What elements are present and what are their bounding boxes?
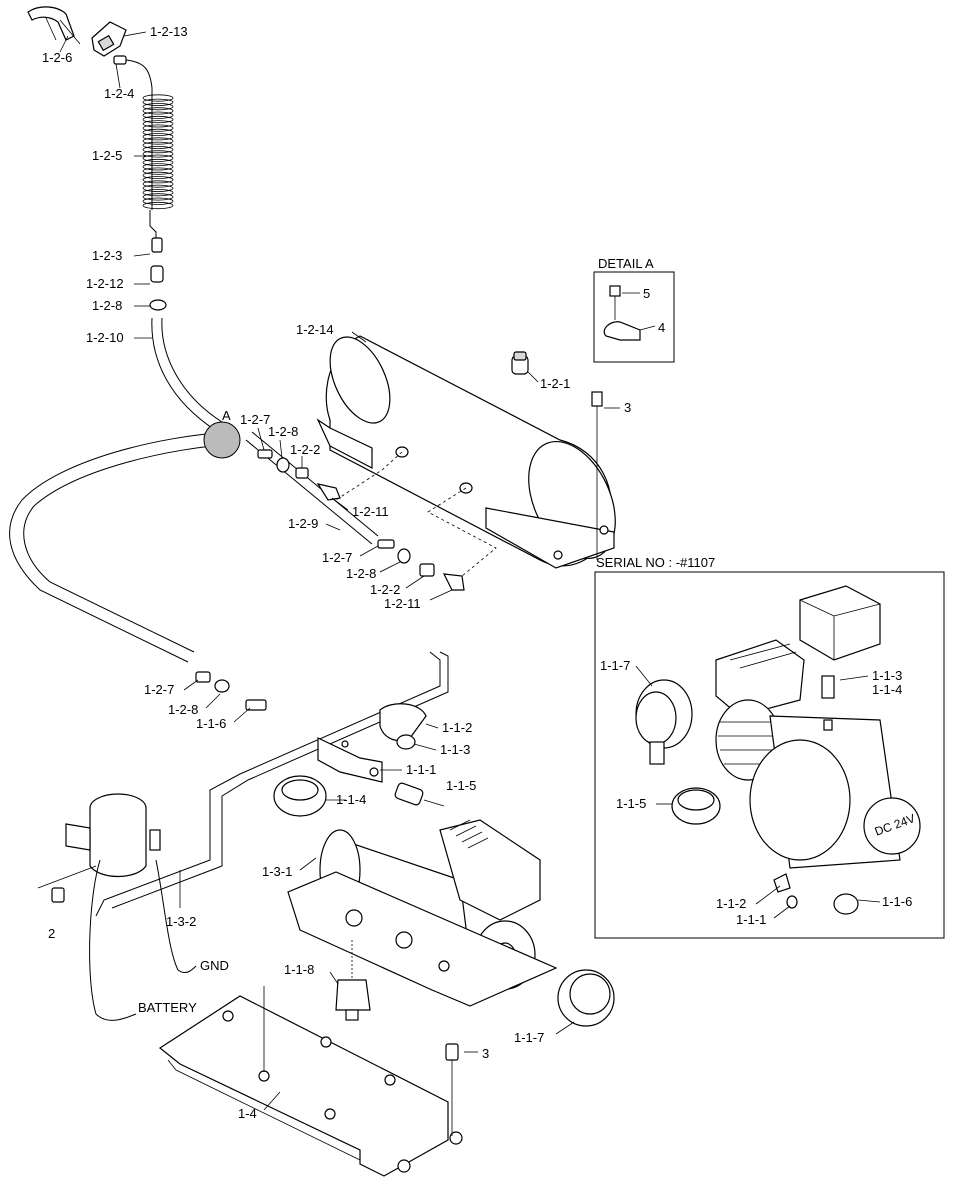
detail-a-label-5: 5 xyxy=(643,286,650,301)
serial-label-1-1-5: 1-1-5 xyxy=(616,796,646,811)
coil-loop xyxy=(142,115,174,124)
coil-loop xyxy=(142,158,174,167)
label-1-2-7-upper: 1-2-7 xyxy=(240,412,270,427)
serial-label-1-1-6: 1-1-6 xyxy=(882,894,912,909)
serial-box: SERIAL NO : -#1107 DC 24V xyxy=(594,555,945,939)
serial-label-1-1-1: 1-1-1 xyxy=(736,912,766,927)
air-line-1-2-9 xyxy=(9,421,465,711)
label-1-1-8: 1-1-8 xyxy=(284,962,314,977)
serial-label-1-1-3: 1-1-3 xyxy=(872,668,902,683)
mounting-bracket xyxy=(158,986,463,1177)
part-labels: 1-2-6 1-2-13 1-2-4 1-2-5 1-2-3 1-2-12 1-… xyxy=(42,24,631,1121)
label-1-2-8-top: 1-2-8 xyxy=(92,298,122,313)
coil-loop xyxy=(142,176,174,184)
coil-loop xyxy=(142,163,174,171)
serial-label-1-1-4: 1-1-4 xyxy=(872,682,902,697)
label-1-2-2-upper: 1-2-2 xyxy=(290,442,320,457)
label-1-3-2: 1-3-2 xyxy=(166,914,196,929)
label-1-1-7: 1-1-7 xyxy=(514,1030,544,1045)
coil-loop xyxy=(142,133,174,141)
label-1-2-3: 1-2-3 xyxy=(92,248,122,263)
coil-loop xyxy=(142,146,174,154)
label-1-2-8-upper: 1-2-8 xyxy=(268,424,298,439)
coil-loop xyxy=(142,94,174,102)
label-1-2-2-lower: 1-2-2 xyxy=(370,582,400,597)
label-1-1-3: 1-1-3 xyxy=(440,742,470,757)
label-2: 2 xyxy=(48,926,55,941)
label-1-2-12: 1-2-12 xyxy=(86,276,124,291)
coil-loop xyxy=(142,167,174,175)
serial-labels: 1-1-7 1-1-3 1-1-4 1-1-5 1-1-2 1-1-1 1-1-… xyxy=(600,658,912,927)
label-1-2-4: 1-2-4 xyxy=(104,86,134,101)
coil-loop xyxy=(142,193,174,201)
serial-label-1-1-7: 1-1-7 xyxy=(600,658,630,673)
coil-hose xyxy=(142,88,174,210)
coil-loop xyxy=(142,98,174,106)
coil-loop xyxy=(142,180,174,188)
coil-loop xyxy=(142,150,174,158)
label-detail-a-marker: A xyxy=(222,408,231,423)
label-1-2-9: 1-2-9 xyxy=(288,516,318,531)
compressor-assembly xyxy=(95,651,615,1027)
label-1-1-2: 1-1-2 xyxy=(442,720,472,735)
label-1-2-11-lower: 1-2-11 xyxy=(384,596,421,611)
coil-loop xyxy=(142,184,174,192)
label-1-1-6: 1-1-6 xyxy=(196,716,226,731)
label-1-2-5: 1-2-5 xyxy=(92,148,122,163)
coil-loop xyxy=(142,124,174,132)
detail-a-box: DETAIL A 5 4 xyxy=(593,256,675,363)
label-1-1-5: 1-1-5 xyxy=(446,778,476,793)
coil-loop xyxy=(142,107,174,115)
label-1-1-1: 1-1-1 xyxy=(406,762,436,777)
label-gnd: GND xyxy=(200,958,229,973)
label-1-2-8-bottom: 1-2-8 xyxy=(168,702,198,717)
coil-loop xyxy=(142,103,174,111)
coil-loop xyxy=(142,197,174,205)
label-1-2-1: 1-2-1 xyxy=(540,376,570,391)
air-tank xyxy=(316,335,616,577)
label-1-2-6: 1-2-6 xyxy=(42,50,72,65)
detail-a-title: DETAIL A xyxy=(598,256,654,271)
label-1-2-7-lower: 1-2-7 xyxy=(322,550,352,565)
label-3-bracket: 3 xyxy=(482,1046,489,1061)
coil-loop xyxy=(142,171,174,179)
serial-label-1-1-2: 1-1-2 xyxy=(716,896,746,911)
label-1-2-7-bottom: 1-2-7 xyxy=(144,682,174,697)
coil-loop xyxy=(142,141,174,149)
leader-lines xyxy=(59,31,620,1111)
coil-loop xyxy=(142,128,174,136)
label-3-tank: 3 xyxy=(624,400,631,415)
coil-loop xyxy=(142,111,174,119)
label-1-2-8-lower: 1-2-8 xyxy=(346,566,376,581)
label-1-1-4: 1-1-4 xyxy=(336,792,366,807)
label-1-2-13: 1-2-13 xyxy=(150,24,188,39)
detail-a-label-4: 4 xyxy=(658,320,665,335)
coil-loop xyxy=(142,137,174,145)
coil-loop xyxy=(142,154,174,162)
coil-loop xyxy=(142,120,174,128)
relay xyxy=(37,793,197,1021)
label-1-4: 1-4 xyxy=(238,1106,257,1121)
coil-loop xyxy=(142,201,174,210)
serial-title: SERIAL NO : -#1107 xyxy=(596,555,715,570)
label-battery: BATTERY xyxy=(138,1000,197,1015)
air-chuck-assembly xyxy=(27,6,223,431)
coil-loop xyxy=(142,189,174,197)
label-1-3-1: 1-3-1 xyxy=(262,864,292,879)
label-1-2-10: 1-2-10 xyxy=(86,330,124,345)
label-1-2-11-upper: 1-2-11 xyxy=(352,504,389,519)
label-1-2-14: 1-2-14 xyxy=(296,322,334,337)
